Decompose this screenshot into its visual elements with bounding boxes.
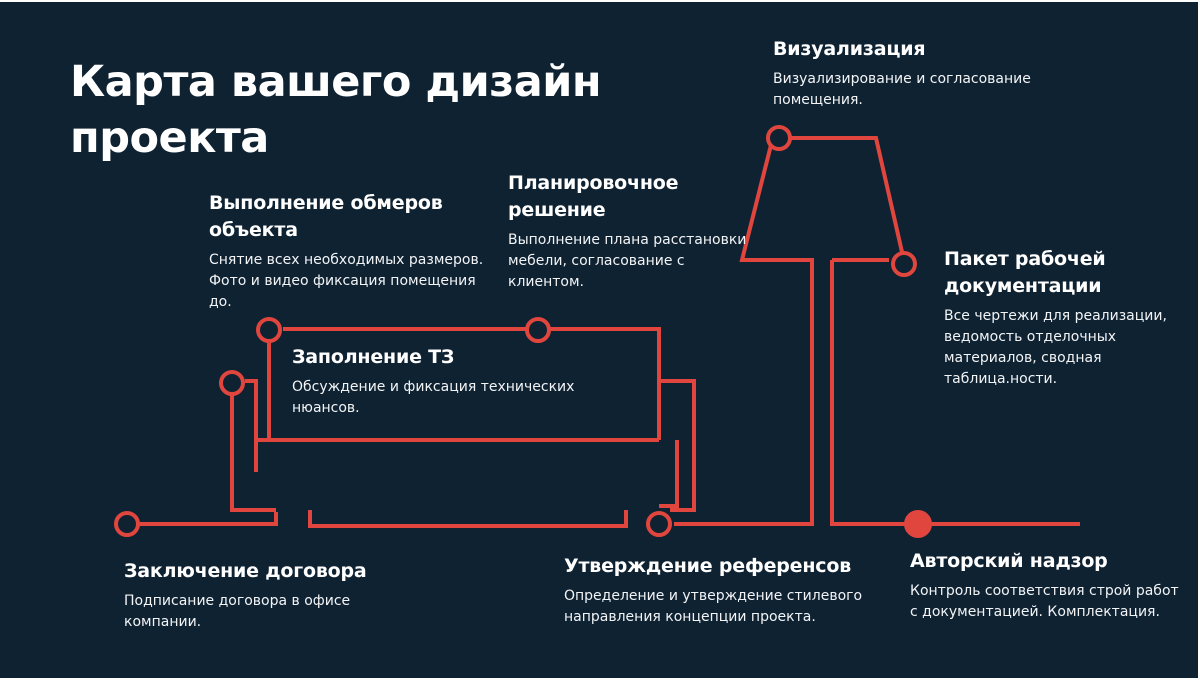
sofa-seat — [308, 510, 628, 528]
lamp-shade-top — [791, 136, 904, 253]
step-title: Визуализация — [773, 38, 926, 60]
step-description: Контроль соответствия строй работ с доку… — [910, 583, 1179, 620]
step-description: Снятие всех необходимых размеров. Фото и… — [209, 252, 484, 310]
page-title: Карта вашего дизайн проекта — [70, 57, 602, 163]
step-title: Заполнение ТЗ — [292, 346, 455, 368]
step-measurements: Выполнение обмеров объекта Снятие всех н… — [209, 190, 499, 313]
step-visualization: Визуализация Визуализирование и согласов… — [773, 36, 1073, 111]
step-title: Выполнение обмеров объекта — [209, 192, 443, 241]
step-description: Определение и утверждение стилевого напр… — [564, 588, 863, 625]
step-contract: Заключение договора Подписание договора … — [124, 558, 424, 633]
sofa-left-arm — [245, 379, 659, 442]
step-description: Обсуждение и фиксация технических нюансо… — [292, 379, 575, 416]
step-description: Выполнение плана расстановки мебели, сог… — [508, 232, 747, 290]
step-supervision: Авторский надзор Контроль соответствия с… — [910, 548, 1190, 623]
node-supervision — [904, 510, 932, 538]
step-title: Пакет рабочей документации — [944, 248, 1106, 297]
node-documentation — [891, 251, 917, 277]
node-planning — [525, 317, 551, 343]
step-title: Планировочное решение — [508, 172, 679, 221]
lamp-stand — [830, 260, 1080, 526]
node-references — [646, 511, 672, 537]
step-references: Утверждение референсов Определение и утв… — [564, 553, 894, 628]
node-tz — [219, 370, 245, 396]
line-refs-to-lamp — [674, 144, 814, 526]
step-title: Авторский надзор — [910, 550, 1108, 572]
step-title: Утверждение референсов — [564, 555, 852, 577]
node-measurements — [256, 317, 282, 343]
step-documentation: Пакет рабочей документации Все чертежи д… — [944, 246, 1194, 390]
node-contract — [114, 511, 140, 537]
step-planning: Планировочное решение Выполнение плана р… — [508, 170, 748, 293]
line-contract-to-sofa — [139, 512, 278, 526]
node-visualization — [766, 125, 792, 151]
step-description: Визуализирование и согласование помещени… — [773, 71, 1031, 108]
step-title: Заключение договора — [124, 560, 367, 582]
step-description: Все чертежи для реализации, ведомость от… — [944, 308, 1167, 387]
sofa-right-arm — [659, 379, 696, 512]
step-tz: Заполнение ТЗ Обсуждение и фиксация техн… — [292, 344, 592, 419]
sofa-back-right — [550, 327, 661, 440]
sofa-left-arm-down — [230, 393, 276, 512]
step-description: Подписание договора в офисе компании. — [124, 593, 351, 630]
sofa-inner-right — [659, 440, 679, 508]
